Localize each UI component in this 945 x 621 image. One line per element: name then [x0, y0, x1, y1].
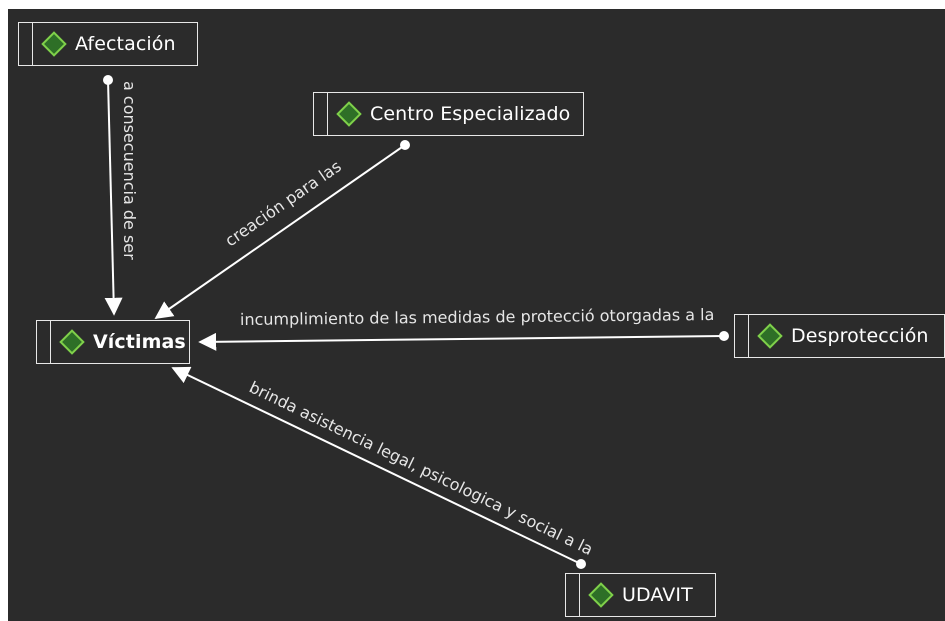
node-victimas[interactable]: Víctimas	[36, 320, 190, 364]
node-udavit[interactable]: UDAVIT	[565, 573, 716, 617]
node-centro-label: Centro Especializado	[370, 103, 571, 125]
green-diamond-icon	[59, 329, 85, 355]
link-udavit-victimas[interactable]: brinda asistencia legal, psicologica y s…	[171, 366, 596, 569]
node-udavit-bar	[566, 574, 580, 616]
node-desproteccion-bar	[735, 315, 749, 357]
link-centro-victimas[interactable]: creación para las	[154, 140, 410, 320]
node-afectacion-bar	[19, 23, 33, 65]
node-udavit-label: UDAVIT	[622, 584, 693, 606]
link-afectacion-victimas[interactable]: a consecuencia de ser	[103, 75, 139, 316]
green-diamond-icon	[588, 582, 614, 608]
green-diamond-icon	[336, 101, 362, 127]
node-desproteccion-label: Desprotección	[791, 325, 929, 347]
link-label-udavit-victimas: brinda asistencia legal, psicologica y s…	[246, 377, 596, 558]
link-label-afectacion-victimas: a consecuencia de ser	[120, 81, 139, 260]
link-label-desproteccion-victimas: incumplimiento de las medidas de protecc…	[240, 305, 715, 329]
link-desproteccion-victimas[interactable]: incumplimiento de las medidas de protecc…	[198, 305, 729, 351]
links-layer: a consecuencia de ser creación para las …	[103, 75, 729, 569]
link-label-centro-victimas: creación para las	[221, 157, 344, 251]
green-diamond-icon	[41, 31, 67, 57]
node-desproteccion[interactable]: Desprotección	[734, 314, 945, 358]
node-afectacion[interactable]: Afectación	[18, 22, 198, 66]
node-victimas-label: Víctimas	[93, 331, 186, 353]
node-victimas-bar	[37, 321, 51, 363]
node-centro-bar	[314, 93, 328, 135]
node-centro-especializado[interactable]: Centro Especializado	[313, 92, 584, 136]
node-afectacion-label: Afectación	[75, 33, 176, 55]
green-diamond-icon	[757, 323, 783, 349]
diagram-canvas: a consecuencia de ser creación para las …	[8, 9, 945, 621]
